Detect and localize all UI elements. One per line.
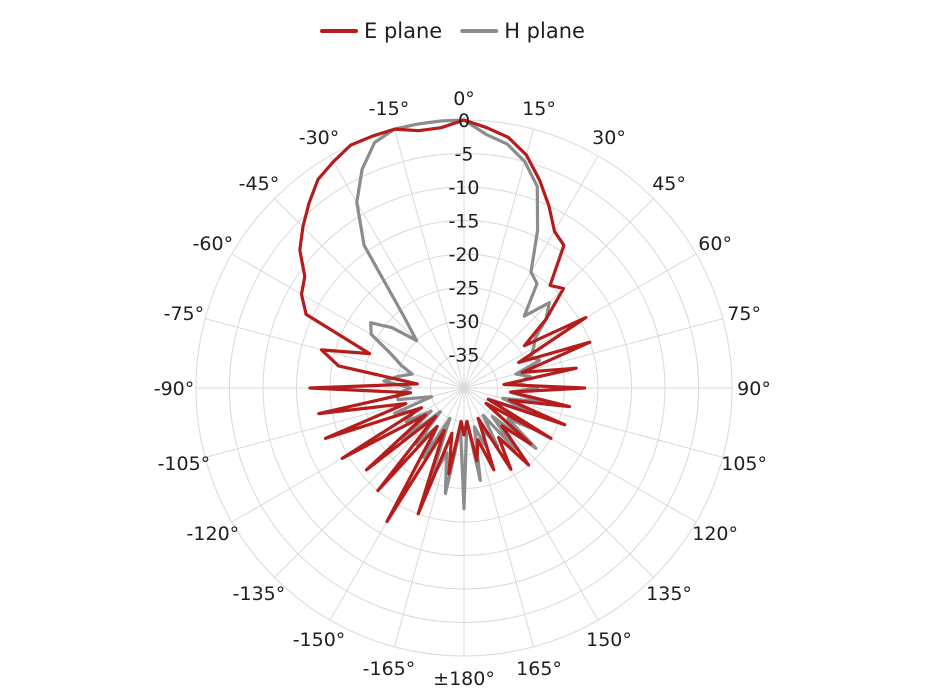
- grid-spoke: [463, 198, 654, 389]
- angle-tick-label: 15°: [522, 98, 556, 120]
- grid-spoke: [329, 155, 465, 389]
- angle-tick-label: 165°: [516, 658, 562, 680]
- radial-tick-label: -30: [448, 311, 479, 333]
- radial-tick-label: -20: [448, 244, 479, 266]
- angle-tick-label: -150°: [293, 629, 346, 651]
- angle-tick-label: -90°: [154, 378, 195, 400]
- angle-tick-label: 30°: [592, 127, 626, 149]
- grid-spoke: [463, 129, 534, 389]
- angle-tick-label: 105°: [721, 453, 767, 475]
- chart-legend: E plane H plane: [320, 19, 585, 43]
- angle-tick-label: 90°: [737, 378, 771, 400]
- polar-grid: [195, 119, 733, 657]
- radial-tick-label: -25: [448, 278, 479, 300]
- angle-tick-label: -135°: [233, 583, 286, 605]
- grid-spoke: [205, 387, 465, 458]
- grid-spoke: [463, 387, 599, 621]
- radial-tick-label: -10: [448, 177, 479, 199]
- radial-tick-label: -5: [455, 144, 474, 166]
- grid-spoke: [274, 198, 465, 389]
- series-layer: [298, 118, 592, 524]
- grid-spoke: [231, 253, 465, 389]
- legend-label: E plane: [364, 19, 442, 43]
- angle-tick-label: 60°: [698, 233, 732, 255]
- radial-tick-labels: 0 -5 -10 -15 -20 -25 -30 -35: [448, 110, 479, 367]
- grid-spoke: [394, 387, 465, 647]
- angle-tick-label: -120°: [187, 523, 240, 545]
- angle-tick-label: -45°: [239, 173, 280, 195]
- grid-spoke: [463, 387, 697, 523]
- angle-tick-label: 120°: [692, 523, 738, 545]
- angle-tick-label: -165°: [363, 658, 416, 680]
- grid-spoke: [394, 129, 465, 389]
- angle-tick-label: ±180°: [433, 668, 495, 690]
- angle-tick-label: -15°: [369, 98, 410, 120]
- angle-tick-label: -105°: [158, 453, 211, 475]
- series-line-e-plane: [298, 118, 592, 524]
- radial-tick-label: -15: [448, 211, 479, 233]
- angle-tick-label: -60°: [193, 233, 234, 255]
- angle-tick-label: 45°: [652, 173, 686, 195]
- angle-tick-label: -75°: [164, 303, 205, 325]
- angle-tick-labels: 0° 15° 30° 45° 60° 75° 90° 105° 120° 135° 150° 165°…: [154, 88, 771, 690]
- grid-spoke: [205, 318, 465, 389]
- angle-tick-label: 0°: [453, 88, 475, 110]
- angle-tick-label: 135°: [646, 583, 692, 605]
- grid-spoke: [463, 318, 723, 389]
- radial-tick-label: -35: [448, 345, 479, 367]
- angle-tick-label: -30°: [299, 127, 340, 149]
- radial-tick-label: 0: [458, 110, 470, 132]
- angle-tick-label: 150°: [586, 629, 632, 651]
- angle-tick-label: 75°: [727, 303, 761, 325]
- legend-label: H plane: [504, 19, 585, 43]
